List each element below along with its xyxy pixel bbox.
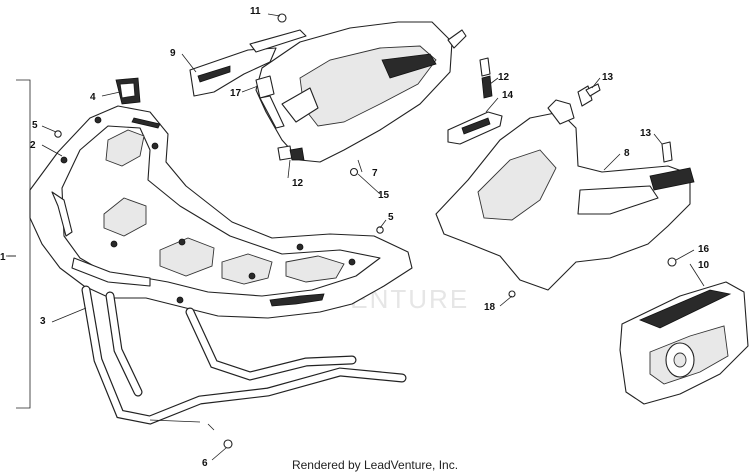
clip-17[interactable] — [255, 75, 285, 129]
clip-12-right[interactable] — [479, 57, 493, 99]
speaker-center — [673, 352, 687, 368]
callout-8: 8 — [624, 148, 630, 159]
callout-6: 6 — [202, 458, 208, 469]
screw-11[interactable] — [277, 13, 287, 23]
callout-5-upper: 5 — [32, 120, 38, 131]
side-panel-grille — [649, 167, 695, 191]
fastener-15[interactable] — [349, 167, 359, 177]
vent-grille — [638, 289, 732, 329]
hood-headlight-recess — [281, 87, 319, 123]
side-panel-lower-ridge — [577, 185, 659, 215]
side-panel-tab — [547, 99, 575, 125]
callout-2: 2 — [30, 140, 36, 151]
rack-mount-holes — [60, 116, 356, 304]
bulb-13-right[interactable] — [661, 141, 673, 163]
rack-cutout-1 — [103, 197, 147, 237]
rack-decal-strip — [269, 293, 325, 307]
bulb-13-top[interactable] — [577, 83, 601, 107]
callout-10: 10 — [698, 260, 710, 271]
callout-11: 11 — [250, 6, 261, 17]
screw-6[interactable] — [223, 439, 233, 449]
vent-panel-10[interactable] — [619, 281, 749, 405]
callout-13-top: 13 — [602, 72, 614, 83]
decal-4[interactable] — [115, 77, 141, 105]
hood-tab — [447, 29, 467, 49]
rack-cutout-2 — [159, 237, 215, 277]
callout-14: 14 — [502, 90, 514, 101]
rack-cutout-4 — [285, 255, 345, 283]
rack-slot-left — [51, 191, 73, 237]
fastener-16[interactable] — [667, 257, 677, 267]
callout-9: 9 — [170, 48, 176, 59]
callout-17: 17 — [230, 88, 242, 99]
callout-4: 4 — [90, 92, 96, 103]
screw-5-center[interactable] — [376, 226, 384, 234]
callout-12-left: 12 — [292, 178, 304, 189]
callout-5-center: 5 — [388, 212, 394, 223]
callout-13-right: 13 — [640, 128, 652, 139]
callout-15: 15 — [378, 190, 390, 201]
callout-3: 3 — [40, 316, 46, 327]
side-trim-9[interactable] — [189, 29, 307, 97]
rack-rib-top — [105, 129, 145, 167]
callout-1: 1 — [0, 252, 6, 263]
side-panel-8[interactable] — [435, 99, 695, 291]
screw-18[interactable] — [508, 290, 516, 298]
front-rack-assembly[interactable] — [29, 105, 413, 431]
callout-7: 7 — [372, 168, 378, 179]
callout-16: 16 — [698, 244, 710, 255]
callout-12-right: 12 — [498, 72, 510, 83]
hood-assembly[interactable] — [255, 21, 467, 163]
callout-18: 18 — [484, 302, 496, 313]
callout-labels: 1 2 3 4 5 5 6 7 8 9 10 11 12 12 13 13 14… — [0, 6, 710, 469]
hood-vent — [381, 53, 437, 79]
headlight-lens-14[interactable] — [447, 111, 503, 145]
rack-cutout-3 — [221, 253, 273, 285]
leader-lines — [6, 13, 705, 461]
screw-5-upper[interactable] — [54, 130, 62, 138]
rack-logo-plate — [131, 117, 161, 129]
rack-rib-front — [71, 257, 151, 287]
side-panel-recess — [477, 149, 557, 221]
footer-credit: Rendered by LeadVenture, Inc. — [291, 458, 459, 472]
clip-12-left[interactable] — [277, 145, 305, 161]
front-bumper-tube[interactable] — [81, 285, 407, 431]
